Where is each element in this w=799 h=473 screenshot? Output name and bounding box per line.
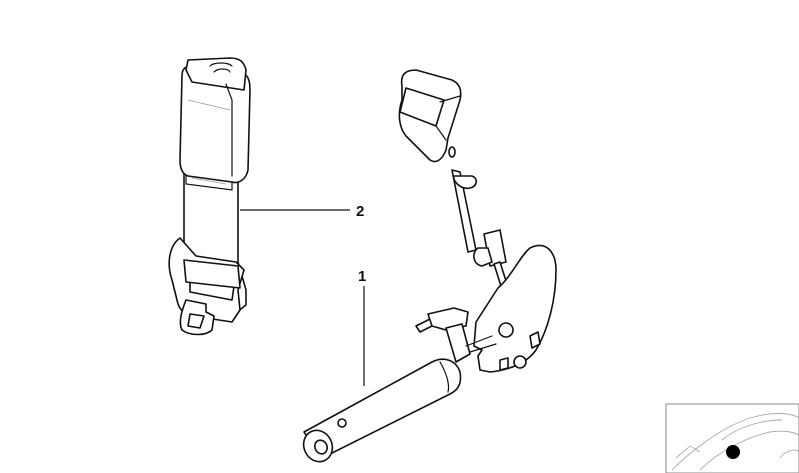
callout-1[interactable]: 1 (358, 268, 366, 285)
part-2-buckle-strap[interactable] (168, 57, 251, 336)
callout-2[interactable]: 2 (356, 203, 364, 220)
location-thumbnail[interactable] (665, 403, 799, 473)
location-marker (726, 445, 740, 459)
part-1-buckle-tensioner[interactable] (299, 69, 557, 466)
